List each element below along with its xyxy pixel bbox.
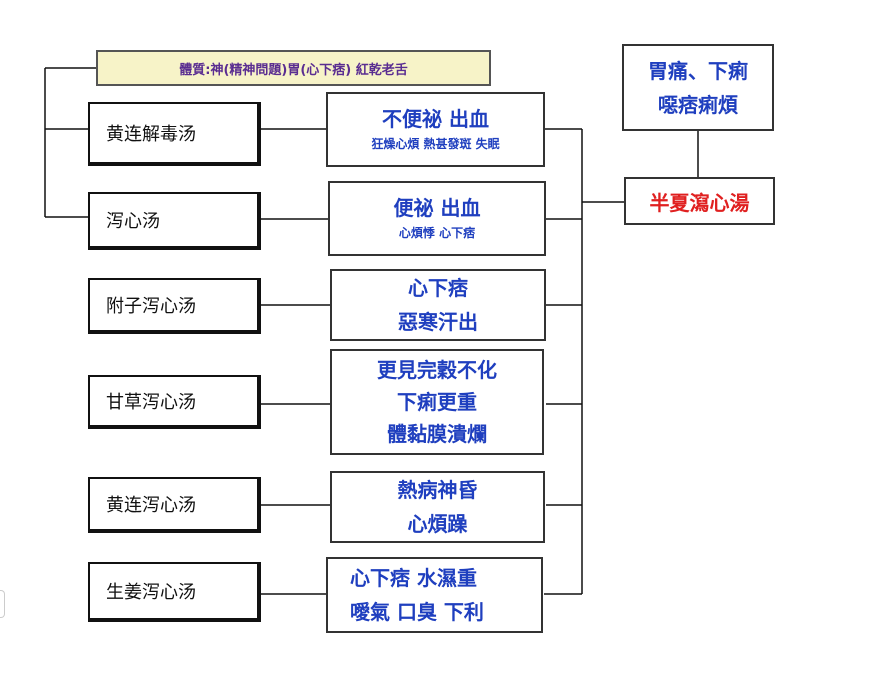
chief-complaint-line: 胃痛、下痢 [648, 58, 748, 83]
symptom-line: 體黏膜潰爛 [387, 422, 487, 446]
main-formula-box: 半夏瀉心湯 [624, 177, 775, 225]
symptom-box-1: 不便祕 出血 狂燥心煩 熱甚發斑 失眠 [326, 92, 545, 167]
symptom-line: 心煩躁 [407, 512, 468, 536]
symptom-box-2: 便祕 出血 心煩悸 心下痞 [328, 181, 546, 256]
symptom-line: 熱病神昏 [397, 478, 478, 502]
symptom-line: 不便祕 出血 [382, 107, 489, 131]
scroll-edge-tab[interactable] [0, 590, 5, 618]
symptom-box-4: 更見完穀不化 下痢更重 體黏膜潰爛 [330, 349, 544, 455]
symptom-line: 心下痞 水濕重 [350, 566, 477, 590]
symptom-line: 惡寒汗出 [398, 310, 478, 334]
symptom-line: 便祕 出血 [393, 196, 481, 220]
symptom-box-3: 心下痞 惡寒汗出 [330, 269, 546, 341]
herb-label: 黄连泻心汤 [106, 495, 196, 516]
herb-label: 甘草泻心汤 [106, 392, 196, 413]
herb-box-huanglian-jiedu: 黄连解毒汤 [88, 102, 261, 166]
constitution-label: 體質:神(精神問題)胃(心下痞) 紅乾老舌 [179, 62, 408, 78]
herb-box-shengjiang-xiexin: 生姜泻心汤 [88, 562, 261, 622]
herb-box-gancao-xiexin: 甘草泻心汤 [88, 375, 261, 429]
chief-complaint-line: 噁痞痢煩 [658, 92, 738, 117]
symptom-line: 更見完穀不化 [377, 358, 497, 382]
herb-label: 生姜泻心汤 [106, 582, 196, 603]
herb-box-xiexin: 泻心汤 [88, 192, 261, 250]
chief-complaint-box: 胃痛、下痢 噁痞痢煩 [622, 44, 774, 131]
herb-label: 附子泻心汤 [106, 296, 196, 317]
herb-label: 泻心汤 [106, 211, 160, 232]
main-formula-label: 半夏瀉心湯 [649, 190, 750, 215]
herb-box-huanglian-xiexin: 黄连泻心汤 [88, 477, 261, 533]
symptom-box-6: 心下痞 水濕重 噯氣 口臭 下利 [326, 557, 543, 633]
symptom-note: 狂燥心煩 熱甚發斑 失眠 [371, 137, 500, 151]
symptom-line: 下痢更重 [397, 390, 477, 414]
herb-label: 黄连解毒汤 [106, 124, 196, 145]
symptom-line: 心下痞 [408, 276, 468, 300]
symptom-note: 心煩悸 心下痞 [398, 226, 476, 240]
symptom-line: 噯氣 口臭 下利 [350, 600, 484, 624]
symptom-box-5: 熱病神昏 心煩躁 [330, 471, 545, 543]
herb-box-fuzi-xiexin: 附子泻心汤 [88, 278, 261, 334]
constitution-box: 體質:神(精神問題)胃(心下痞) 紅乾老舌 [96, 50, 491, 86]
